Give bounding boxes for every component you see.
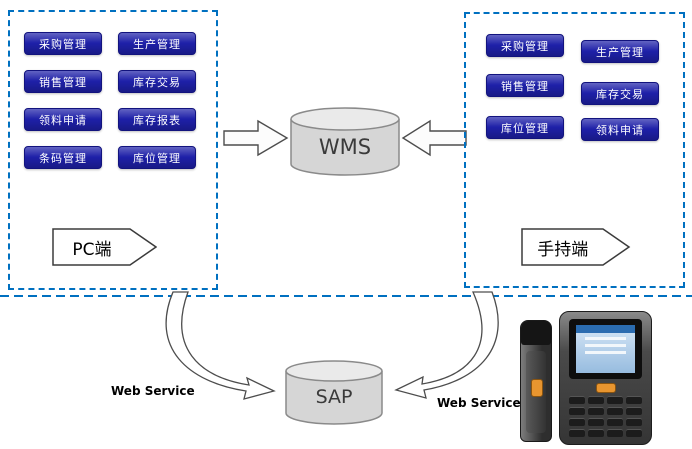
pda-key <box>588 407 604 415</box>
pc-panel: 采购管理 生产管理 销售管理 库存交易 领料申请 库存报表 条码管理 库位管理 … <box>8 10 218 290</box>
hh-button-inventory-txn: 库存交易 <box>581 82 659 105</box>
hh-button-material-req: 领料申请 <box>581 118 659 141</box>
pda-key <box>569 396 585 404</box>
handheld-panel: 采购管理 生产管理 销售管理 库存交易 库位管理 领料申请 手持端 <box>464 12 685 288</box>
hh-button-production-mgmt: 生产管理 <box>581 40 659 63</box>
handheld-panel-label: 手持端 <box>537 239 589 260</box>
handheld-scanner-device <box>520 320 552 442</box>
wms-label: WMS <box>318 135 372 159</box>
pda-screen-line <box>584 337 627 340</box>
pc-panel-label: PC端 <box>72 239 112 260</box>
scanner-orange-trigger <box>531 379 543 397</box>
scanner-top-cap <box>521 321 551 345</box>
pda-key <box>569 429 585 437</box>
pda-key <box>588 418 604 426</box>
sap-label: SAP <box>315 386 353 408</box>
pc-button-inventory-report: 库存报表 <box>118 108 196 131</box>
pda-screen-line <box>584 344 627 347</box>
wms-database-cylinder: WMS <box>289 107 401 177</box>
handheld-to-sap-curved-arrow <box>394 291 499 399</box>
pc-button-production-mgmt: 生产管理 <box>118 32 196 55</box>
pc-panel-tag: PC端 <box>52 228 157 266</box>
pda-key <box>607 418 623 426</box>
pc-to-sap-curved-arrow <box>165 291 276 400</box>
pentagon-arrow-shape <box>52 228 157 266</box>
hh-button-purchase-mgmt: 采购管理 <box>486 34 564 57</box>
pda-key <box>626 396 642 404</box>
pda-screen-header <box>576 325 635 333</box>
pda-device <box>559 311 652 445</box>
hh-button-location-mgmt: 库位管理 <box>486 116 564 139</box>
pda-key <box>626 407 642 415</box>
pda-key <box>626 429 642 437</box>
pda-key <box>607 429 623 437</box>
hh-button-sales-mgmt: 销售管理 <box>486 74 564 97</box>
handheld-to-wms-arrow <box>401 119 467 157</box>
pda-key <box>588 396 604 404</box>
pda-key <box>607 407 623 415</box>
pc-button-purchase-mgmt: 采购管理 <box>24 32 102 55</box>
pda-keypad <box>560 396 651 437</box>
pc-button-material-req: 领料申请 <box>24 108 102 131</box>
handheld-panel-tag: 手持端 <box>521 228 631 266</box>
web-service-label-left: Web Service <box>111 384 195 398</box>
pda-key <box>588 429 604 437</box>
cylinder-shape <box>290 107 400 176</box>
pda-screen-bezel <box>569 319 642 379</box>
cylinder-shape <box>285 360 383 425</box>
sap-database-cylinder: SAP <box>284 360 384 426</box>
pda-key <box>569 418 585 426</box>
pc-button-sales-mgmt: 销售管理 <box>24 70 102 93</box>
pc-button-location-mgmt: 库位管理 <box>118 146 196 169</box>
pda-key <box>626 418 642 426</box>
pc-to-wms-arrow <box>223 119 289 157</box>
pc-button-inventory-txn: 库存交易 <box>118 70 196 93</box>
pentagon-arrow-shape <box>521 228 631 266</box>
pc-button-barcode-mgmt: 条码管理 <box>24 146 102 169</box>
web-service-label-right: Web Service <box>437 396 521 410</box>
pda-screen <box>576 325 635 373</box>
pda-screen-line <box>584 351 627 354</box>
pda-key <box>569 407 585 415</box>
pda-key <box>607 396 623 404</box>
pda-scan-key <box>595 383 616 393</box>
